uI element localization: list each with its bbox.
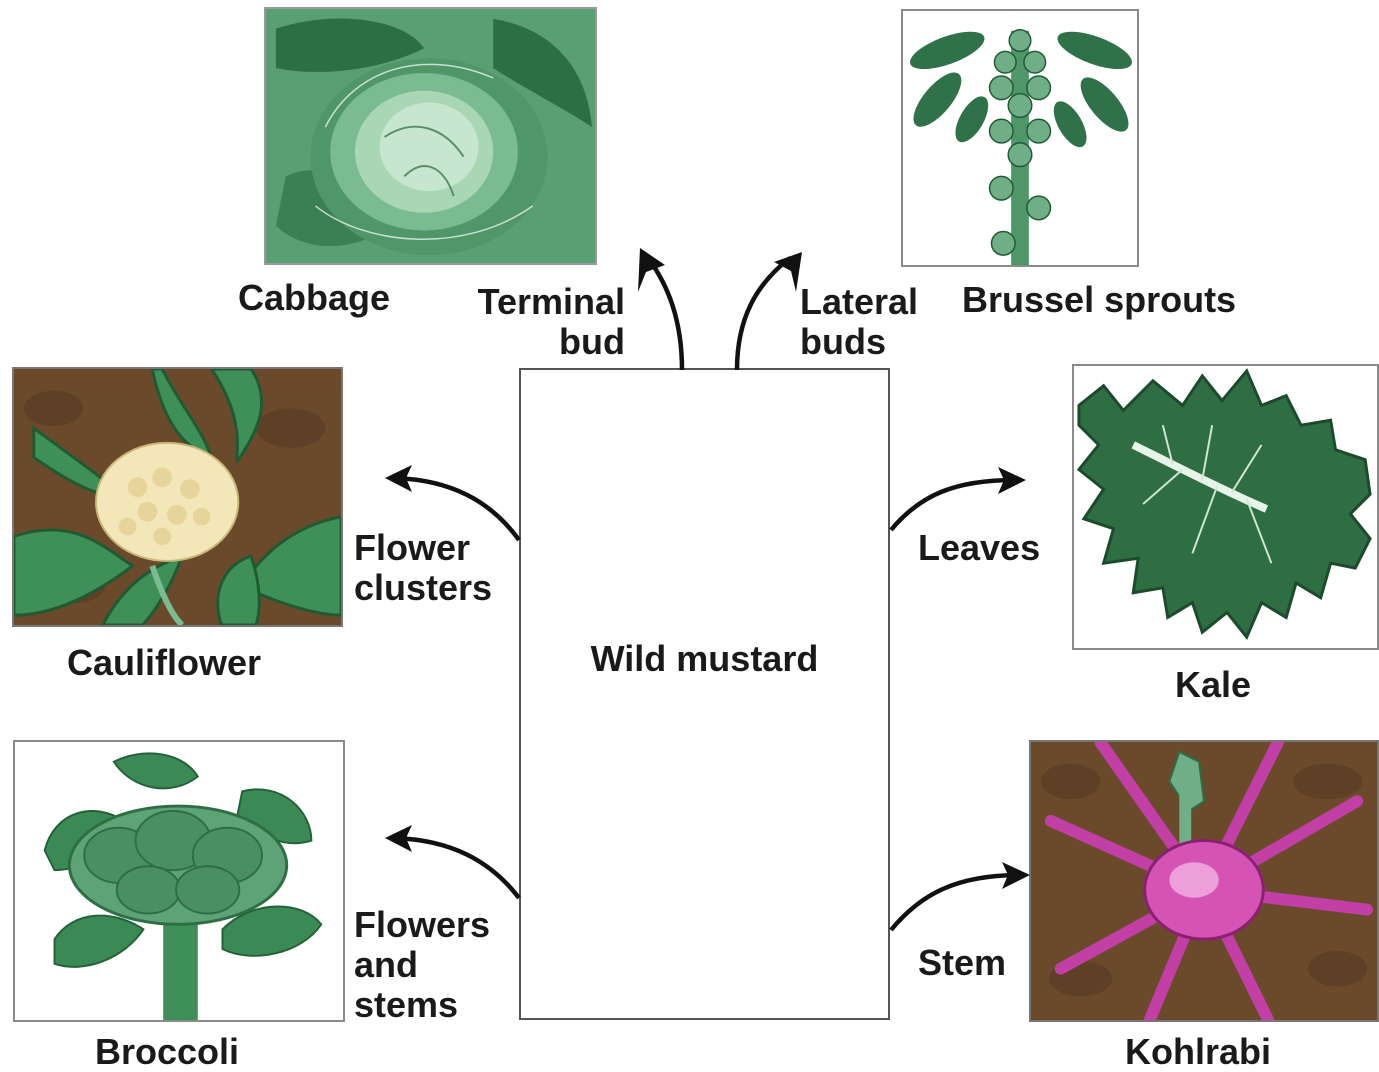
flowers-and-stems-label: Flowers and stems bbox=[354, 905, 490, 1025]
arrowhead-terminal-bud bbox=[638, 248, 665, 292]
kale-label: Kale bbox=[1175, 665, 1251, 705]
broccoli-label: Broccoli bbox=[95, 1032, 239, 1072]
kohlrabi-label: Kohlrabi bbox=[1125, 1032, 1271, 1072]
terminal-bud-label: Terminal bud bbox=[450, 282, 625, 362]
wild-mustard-label: Wild mustard bbox=[521, 638, 888, 680]
flower-clusters-label: Flower clusters bbox=[354, 528, 492, 608]
cauliflower-label: Cauliflower bbox=[67, 643, 261, 683]
broccoli-illustration bbox=[13, 740, 345, 1022]
arrow-lateral-buds bbox=[737, 258, 790, 370]
kohlrabi-illustration bbox=[1029, 740, 1379, 1022]
leaves-label: Leaves bbox=[918, 528, 1040, 568]
arrow-stem bbox=[891, 875, 1020, 930]
stem-label: Stem bbox=[918, 943, 1006, 983]
arrowhead-flower-clusters bbox=[385, 465, 412, 492]
arrow-terminal-bud bbox=[648, 258, 682, 370]
arrow-leaves bbox=[891, 480, 1015, 530]
wild-mustard-box: Wild mustard bbox=[519, 368, 890, 1020]
arrowhead-lateral-buds bbox=[774, 252, 802, 292]
cabbage-illustration bbox=[264, 7, 597, 265]
cabbage-label: Cabbage bbox=[238, 278, 390, 318]
brussel-sprouts-label: Brussel sprouts bbox=[962, 280, 1236, 320]
kale-illustration bbox=[1072, 364, 1379, 650]
cauliflower-illustration bbox=[12, 367, 343, 627]
brussel-sprouts-illustration bbox=[901, 9, 1139, 267]
lateral-buds-label: Lateral buds bbox=[800, 282, 918, 362]
arrow-flowers-and-stems bbox=[395, 838, 519, 898]
arrowhead-leaves bbox=[998, 467, 1026, 494]
arrowhead-stem bbox=[1002, 862, 1030, 889]
arrowhead-flowers-and-stems bbox=[385, 825, 412, 852]
